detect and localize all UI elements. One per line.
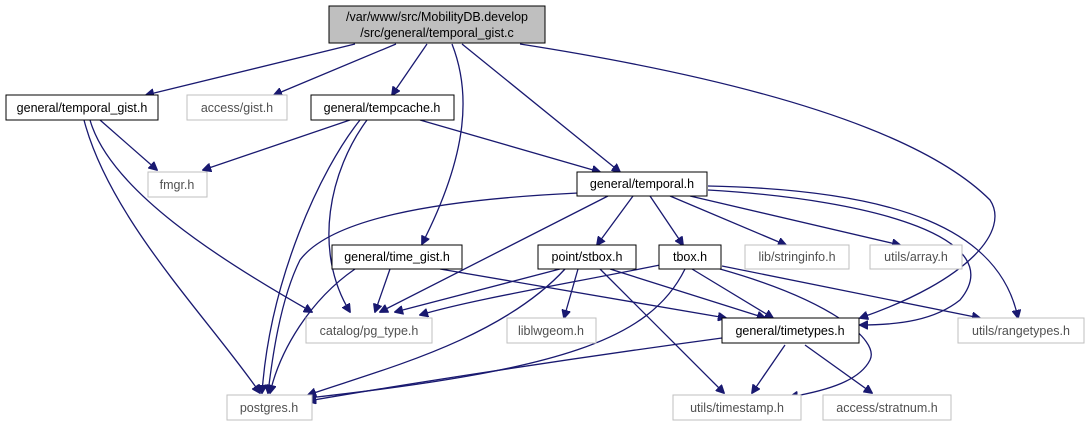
node-postgres-h: postgres.h bbox=[226, 394, 313, 421]
node-label-access-gist-h: access/gist.h bbox=[201, 101, 273, 115]
node-label-tempcache-h: general/tempcache.h bbox=[324, 101, 441, 115]
edge-temporal-h-to-timetypes-h bbox=[707, 189, 972, 325]
node-array-h: utils/array.h bbox=[869, 244, 963, 270]
edge-temporal-gist-h-to-postgres-h bbox=[83, 119, 260, 393]
node-label-liblwgeom-h: liblwgeom.h bbox=[518, 324, 584, 338]
nodes: /var/www/src/MobilityDB.develop /src/gen… bbox=[5, 5, 1085, 421]
edge-root-to-temporal-h bbox=[461, 43, 620, 172]
node-label-temporal-gist-h: general/temporal_gist.h bbox=[17, 101, 148, 115]
node-label-tbox-h: tbox.h bbox=[673, 250, 707, 264]
edges bbox=[83, 43, 1018, 401]
root-file-line1: /var/www/src/MobilityDB.develop bbox=[346, 10, 528, 24]
edge-time-gist-h-to-timetypes-h bbox=[439, 268, 726, 318]
node-stbox-h[interactable]: point/stbox.h bbox=[537, 244, 637, 270]
edge-temporal-h-to-postgres-h bbox=[268, 192, 579, 393]
node-label-stratnum-h: access/stratnum.h bbox=[836, 401, 937, 415]
edge-tempcache-h-to-temporal-h bbox=[419, 119, 600, 172]
edge-stbox-h-to-postgres-h bbox=[308, 268, 566, 395]
edge-time-gist-h-to-pg-type-h bbox=[375, 268, 391, 312]
node-temporal-gist-h[interactable]: general/temporal_gist.h bbox=[5, 94, 159, 121]
node-stringinfo-h: lib/stringinfo.h bbox=[744, 244, 850, 270]
edge-time-gist-h-to-postgres-h bbox=[270, 268, 356, 393]
node-label-rangetypes-h: utils/rangetypes.h bbox=[972, 324, 1070, 338]
node-label-stbox-h: point/stbox.h bbox=[552, 250, 623, 264]
node-label-pg-type-h: catalog/pg_type.h bbox=[320, 324, 419, 338]
edge-temporal-h-to-rangetypes-h bbox=[707, 185, 1018, 318]
edge-tbox-h-to-timestamp-h bbox=[719, 268, 872, 397]
edge-temporal-h-to-array-h bbox=[689, 195, 900, 245]
edge-tempcache-h-to-postgres-h bbox=[262, 119, 361, 393]
edge-root-to-access-gist-h bbox=[274, 43, 397, 95]
node-label-array-h: utils/array.h bbox=[884, 250, 948, 264]
edge-tbox-h-to-rangetypes-h bbox=[721, 265, 980, 318]
node-time-gist-h[interactable]: general/time_gist.h bbox=[331, 244, 463, 270]
edge-temporal-h-to-pg-type-h bbox=[380, 195, 609, 312]
node-tbox-h[interactable]: tbox.h bbox=[658, 244, 722, 270]
node-temporal-h[interactable]: general/temporal.h bbox=[576, 171, 708, 197]
edge-temporal-h-to-tbox-h bbox=[649, 195, 683, 245]
node-label-timetypes-h: general/timetypes.h bbox=[735, 324, 844, 338]
edge-temporal-h-to-stringinfo-h bbox=[669, 195, 786, 245]
edge-tempcache-h-to-pg-type-h bbox=[328, 119, 368, 312]
edge-timetypes-h-to-stratnum-h bbox=[804, 344, 872, 393]
edge-stbox-h-to-timetypes-h bbox=[609, 268, 765, 318]
node-label-time-gist-h: general/time_gist.h bbox=[344, 250, 450, 264]
edge-temporal-gist-h-to-pg-type-h bbox=[89, 119, 312, 312]
node-label-timestamp-h: utils/timestamp.h bbox=[690, 401, 784, 415]
edge-timetypes-h-to-timestamp-h bbox=[752, 344, 786, 393]
edge-tempcache-h-to-fmgr-h bbox=[203, 119, 351, 170]
edge-root-to-temporal-gist-h bbox=[146, 43, 356, 95]
edge-temporal-h-to-stbox-h bbox=[597, 195, 634, 245]
node-liblwgeom-h: liblwgeom.h bbox=[506, 317, 597, 344]
edge-root-to-tempcache-h bbox=[392, 43, 428, 95]
node-pg-type-h: catalog/pg_type.h bbox=[305, 317, 433, 344]
edge-stbox-h-to-pg-type-h bbox=[395, 268, 561, 312]
node-tempcache-h[interactable]: general/tempcache.h bbox=[310, 94, 455, 121]
node-label-temporal-h: general/temporal.h bbox=[590, 177, 694, 191]
edge-tbox-h-to-timetypes-h bbox=[691, 268, 773, 318]
node-timestamp-h: utils/timestamp.h bbox=[672, 394, 802, 421]
edge-stbox-h-to-liblwgeom-h bbox=[564, 268, 579, 318]
node-label-fmgr-h: fmgr.h bbox=[160, 178, 195, 192]
node-rangetypes-h: utils/rangetypes.h bbox=[957, 317, 1085, 344]
edge-temporal-gist-h-to-fmgr-h bbox=[99, 119, 157, 170]
edge-timetypes-h-to-postgres-h bbox=[308, 337, 723, 401]
node-label-stringinfo-h: lib/stringinfo.h bbox=[758, 250, 835, 264]
node-label-postgres-h: postgres.h bbox=[240, 401, 298, 415]
root-file-line2: /src/general/temporal_gist.c bbox=[360, 26, 514, 40]
node-fmgr-h: fmgr.h bbox=[147, 171, 208, 198]
edge-tbox-h-to-pg-type-h bbox=[420, 264, 661, 315]
edge-root-to-time-gist-h bbox=[422, 43, 464, 244]
node-access-gist-h: access/gist.h bbox=[186, 94, 288, 121]
node-timetypes-h[interactable]: general/timetypes.h bbox=[721, 317, 860, 344]
node-stratnum-h: access/stratnum.h bbox=[822, 394, 952, 421]
edge-tbox-h-to-postgres-h bbox=[308, 268, 686, 398]
edge-stbox-h-to-timestamp-h bbox=[599, 268, 724, 393]
root-file-node[interactable]: /var/www/src/MobilityDB.develop /src/gen… bbox=[328, 5, 546, 44]
